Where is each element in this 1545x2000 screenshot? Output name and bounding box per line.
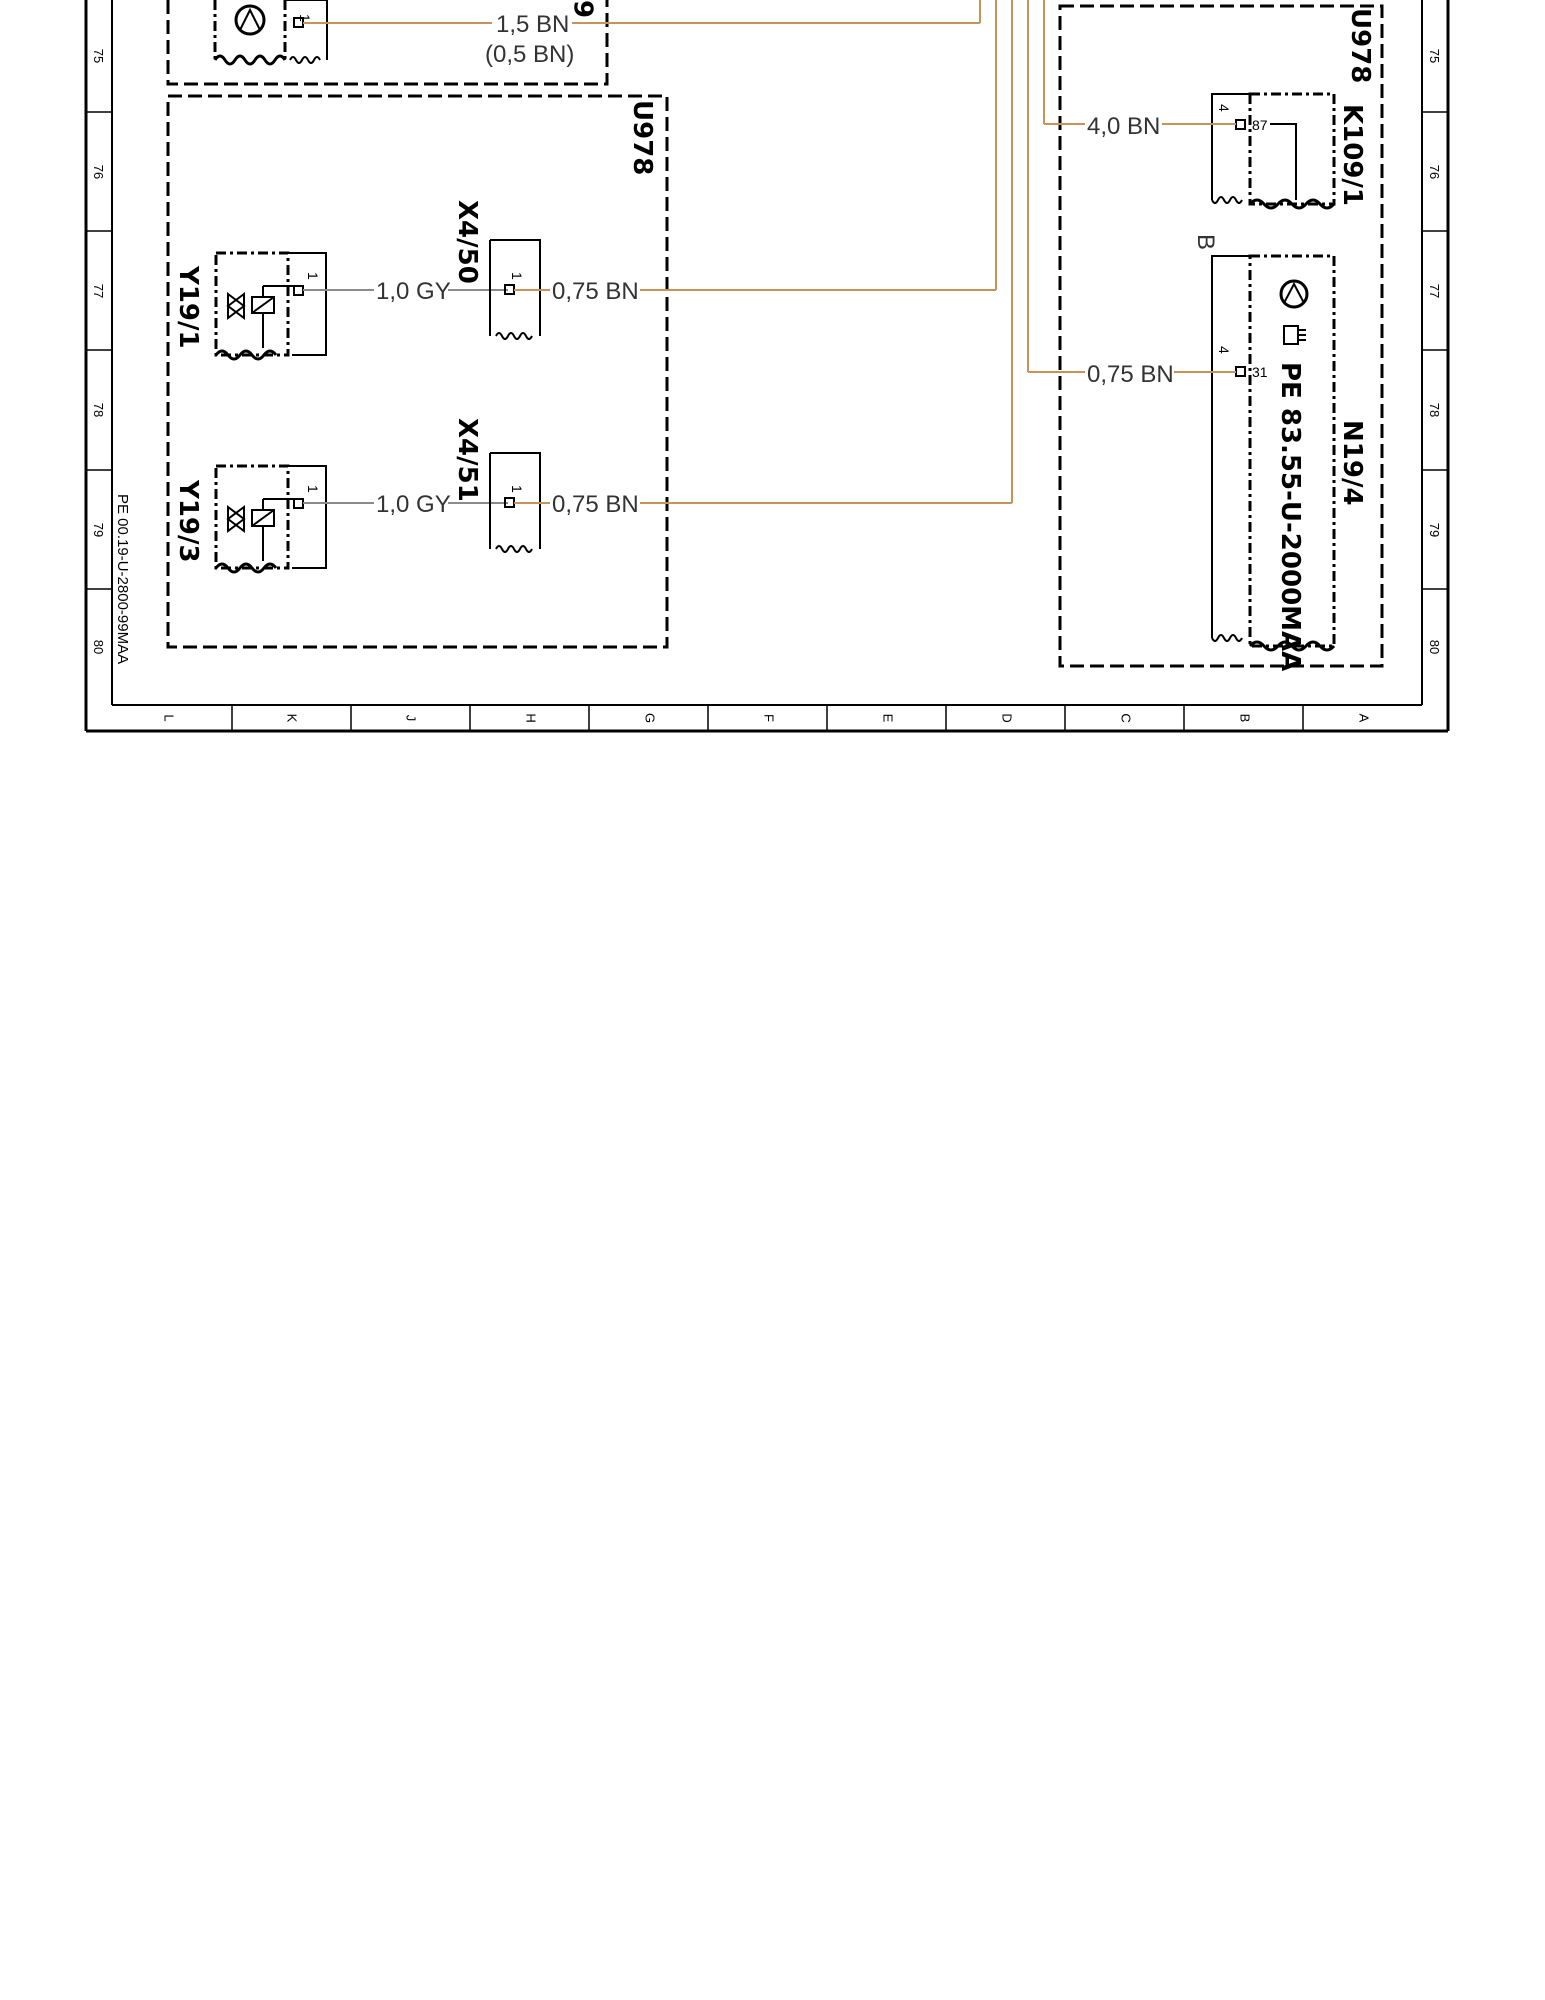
row-number: 80 [91,640,106,654]
component-label: U978 [1345,8,1375,83]
wire-label: 1,5 BN [496,11,569,38]
wire-label: 0,75 BN [552,491,639,518]
component-label: K109/1 [1337,104,1367,206]
drawing-frame [84,0,1450,733]
column-letter: F [762,714,777,722]
component-label: X4/50 [452,200,482,284]
wire-label: 0,75 BN [552,278,639,305]
wire-label: 4,0 BN [1087,113,1160,140]
column-letters: L K J H G F E D C B A [162,713,1372,723]
row-number: 77 [1427,284,1442,298]
pin-number: 4 [1216,104,1232,112]
column-letter: B [1238,714,1253,723]
component-label: Y19/1 [173,265,203,349]
pin-number: 1 [509,485,525,493]
row-number: 79 [1427,523,1442,537]
wire-n19-bn [1027,0,1236,373]
pin-number: 4 [1216,346,1232,354]
row-number: 78 [91,403,106,417]
row-number: 76 [1427,165,1442,179]
row-number: 79 [91,523,106,537]
pin-number: 1 [305,485,321,493]
row-numbers-left: 75 76 77 78 79 80 [91,49,106,654]
component-label: X4/51 [452,418,482,502]
component-label: U978 [627,100,657,175]
valve-y19-1 [214,251,327,361]
column-letter: D [1000,713,1015,722]
pin-number: 31 [1252,364,1268,380]
splice-label: B [1192,234,1219,250]
wire-label: 0,75 BN [1087,361,1174,388]
column-letter: G [643,713,658,723]
row-numbers-right: 75 76 77 78 79 80 [1427,49,1442,654]
column-letter: A [1357,714,1372,723]
wire-x4-51-bn [514,0,1013,504]
wire-label: (0,5 BN) [485,41,574,68]
column-letter: K [285,714,300,723]
pin-number: 1 [305,272,321,280]
u978-right-box [1058,4,1384,668]
component-label: N19/4 [1337,420,1367,506]
column-letter: L [162,714,177,721]
row-number: 80 [1427,640,1442,654]
module-n19-4 [1211,254,1336,652]
column-letter: C [1119,713,1134,722]
row-number: 77 [91,284,106,298]
row-number: 75 [91,49,106,63]
column-letter: J [404,715,419,722]
column-letter: H [524,713,539,722]
wire-label: 1,0 GY [376,278,451,305]
u978-left-box [166,94,669,649]
wire-k109-bn [1043,0,1236,125]
wire-x4-50-bn [514,0,997,291]
wire-label: 1,0 GY [376,491,451,518]
column-letter: E [881,714,896,723]
row-number: 78 [1427,403,1442,417]
valve-y19-3 [214,464,327,574]
reference-label: PE 83.55-U-2000MAA [1275,362,1305,671]
relay-k109-1 [1211,92,1336,210]
pin-number: 1 [509,272,525,280]
component-label: Y19/3 [173,479,203,563]
document-code: PE 00.19-U-2800-99MAA [114,494,131,664]
pin-number: 1 [297,14,313,22]
top-wire [303,0,981,24]
top-unit [166,0,609,86]
pin-number: 87 [1252,117,1268,133]
component-label: 9 [568,0,598,18]
row-number: 76 [91,165,106,179]
row-number: 75 [1427,49,1442,63]
